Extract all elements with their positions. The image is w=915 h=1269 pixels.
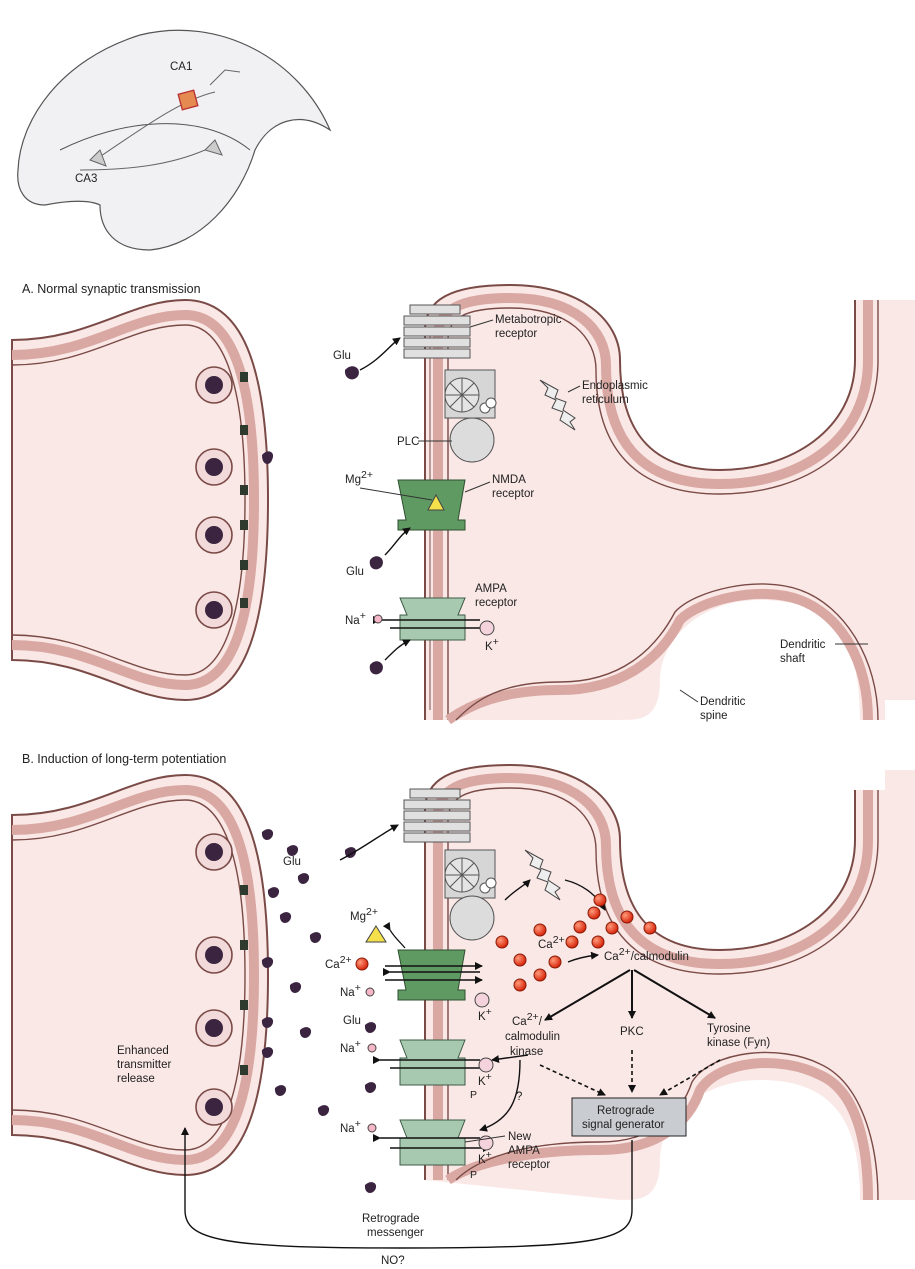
panel-b-na-text-2: Na [340, 1043, 355, 1055]
panel-b-new-ampa-label-3: receptor [508, 1159, 550, 1171]
panel-b-tyr-label-2: kinase (Fyn) [707, 1037, 770, 1049]
panel-a-metabotropic-receptor [404, 305, 470, 358]
panel-b-new-ampa-label-2: AMPA [508, 1145, 540, 1157]
panel-b-ca-sup: 2+ [340, 954, 352, 966]
panel-a-plc-label: PLC [397, 436, 419, 448]
panel-b-tyr-label-1: Tyrosine [707, 1023, 750, 1035]
panel-a-metabotropic-label-1: Metabotropic [495, 314, 562, 326]
panel-b-glu-label: Glu [283, 856, 301, 868]
panel-b-p-label-2: P [470, 1169, 477, 1181]
panel-a-shaft-label-1: Dendritic [780, 639, 826, 651]
panel-b-glutamate-cloud [262, 829, 376, 1193]
panel-a-mg-label: Mg2+ [345, 469, 373, 486]
panel-b-p-label-1: P [470, 1089, 477, 1101]
panel-b-na-sup-3: + [355, 1118, 361, 1130]
panel-b-enhanced-label-3: release [117, 1073, 155, 1085]
panel-b-camk-sup: 2+ [527, 1011, 539, 1023]
panel-b-ca-inside-sup: 2+ [553, 934, 565, 946]
vesicle [196, 937, 232, 973]
panel-b-camk-label-3: kinase [510, 1046, 543, 1058]
panel-a-glu-label: Glu [333, 350, 351, 362]
panel-b-enhanced-label-2: transmitter [117, 1059, 171, 1071]
panel-b-k-sup-3: + [486, 1149, 492, 1161]
panel-b-messenger-label-2: messenger [367, 1227, 424, 1239]
panel-b-na-sup-1: + [355, 982, 361, 994]
panel-b-na-label-2: Na+ [340, 1038, 361, 1055]
panel-b-na-sup-2: + [355, 1038, 361, 1050]
panel-a-nmda-label-1: NMDA [492, 474, 526, 486]
panel-a-nmda-label-2: receptor [492, 488, 534, 500]
panel-b-calmodulin-pre: Ca [604, 951, 619, 963]
retro-gen-label-1: Retrograde [597, 1105, 655, 1117]
panel-b-mg-text: Mg [350, 911, 366, 923]
panel-b-mg-label: Mg2+ [350, 906, 378, 923]
panel-a-spine-label-1: Dendritic [700, 696, 746, 708]
panel-b-camk-label-2: calmodulin [505, 1031, 560, 1043]
inset-ca1-label: CA1 [170, 61, 192, 73]
hippocampus-inset: CA1 CA3 [18, 30, 330, 250]
panel-a-k-sup: + [493, 636, 499, 648]
panel-b-na-text-3: Na [340, 1123, 355, 1135]
retro-gen-label-2: signal generator [582, 1119, 665, 1131]
panel-a-na-label: Na+ [345, 610, 366, 627]
panel-a-nmda-receptor [398, 480, 465, 530]
inset-ca3-label: CA3 [75, 173, 97, 185]
vesicle [196, 834, 232, 870]
panel-a-mg-text: Mg [345, 474, 361, 486]
panel-b-metabotropic-receptor [404, 789, 470, 842]
panel-b-title: B. Induction of long-term potentiation [22, 752, 226, 766]
panel-a-na-sup: + [360, 610, 366, 622]
panel-a-metabotropic-label-2: receptor [495, 328, 537, 340]
panel-a-mg-sup: 2+ [361, 469, 373, 481]
panel-b-enhanced-label-1: Enhanced [117, 1045, 169, 1057]
panel-b-na-label-3: Na+ [340, 1118, 361, 1135]
panel-b-glu-label-2: Glu [343, 1015, 361, 1027]
panel-b-plc-complex [445, 850, 496, 940]
retrograde-signal-generator-box: Retrograde signal generator [572, 1098, 686, 1136]
panel-b-camk-text: Ca [512, 1016, 527, 1028]
panel-b-ca-label: Ca2+ [325, 954, 352, 971]
panel-a-postsynaptic-spine [425, 285, 915, 720]
panel-a-ampa-label-1: AMPA [475, 583, 507, 595]
panel-a-glu-label-2: Glu [346, 566, 364, 578]
panel-b-mg-sup: 2+ [366, 906, 378, 918]
panel-b-pkc-label: PKC [620, 1026, 644, 1038]
panel-b-k-sup-2: + [486, 1071, 492, 1083]
panel-a-spine-label-2: spine [700, 710, 728, 722]
panel-a-ampa-label-2: receptor [475, 597, 517, 609]
panel-b-messenger-label-1: Retrograde [362, 1213, 420, 1225]
vesicle [196, 1089, 232, 1125]
panel-a-er-label-2: reticulum [582, 394, 629, 406]
panel-a-er-label-1: Endoplasmic [582, 380, 648, 392]
panel-b-ca-text: Ca [325, 959, 340, 971]
panel-b-calmodulin-sup: 2+ [619, 946, 631, 958]
panel-a-shaft-label-2: shaft [780, 653, 806, 665]
panel-a-presynaptic-terminal [12, 300, 268, 700]
vesicle [196, 1010, 232, 1046]
panel-b-ca-inside-text: Ca [538, 939, 553, 951]
panel-b-na-label-1: Na+ [340, 982, 361, 999]
panel-b-k-sup-1: + [486, 1006, 492, 1018]
panel-a-na-text: Na [345, 615, 360, 627]
panel-a-title: A. Normal synaptic transmission [22, 282, 201, 296]
panel-a-plc-complex [445, 370, 496, 462]
panel-b-no-label: NO? [381, 1255, 405, 1267]
panel-b-question-label: ? [516, 1091, 522, 1103]
panel-b-new-ampa-label-1: New [508, 1131, 532, 1143]
panel-b-calmodulin-post: /calmodulin [631, 951, 689, 963]
panel-b-na-text-1: Na [340, 987, 355, 999]
panel-b-mg-block [366, 926, 405, 948]
